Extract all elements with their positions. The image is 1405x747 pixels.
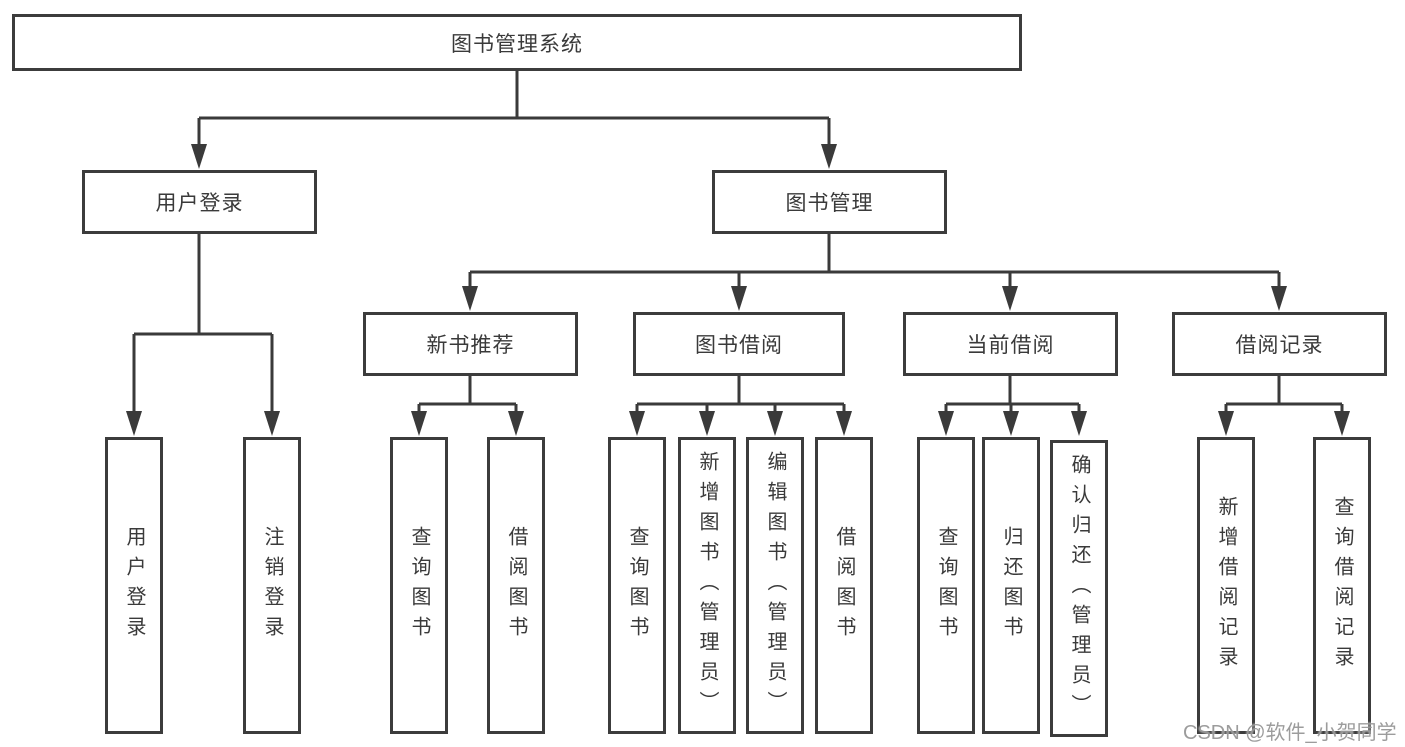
node-label: 新增借阅记录 <box>1215 495 1237 676</box>
node-label: 借阅图书 <box>505 525 527 646</box>
connector-group-user-login <box>132 234 274 412</box>
node-book-management: 图书管理 <box>712 170 947 234</box>
leaf-user-login: 用户登录 <box>105 437 163 734</box>
node-label: 图书管理 <box>785 192 874 215</box>
connector-group-borrow-records <box>1224 376 1344 412</box>
node-library-system: 图书管理系统 <box>12 14 1022 71</box>
connector-group-book-borrow <box>635 376 846 412</box>
node-label: 新书推荐 <box>426 334 515 357</box>
leaf-query-books-3: 查询图书 <box>917 437 975 734</box>
leaf-logout: 注销登录 <box>243 437 301 734</box>
connector-group-book-management <box>468 234 1281 287</box>
node-label: 查询图书 <box>408 525 430 646</box>
leaf-query-books-2: 查询图书 <box>608 437 666 734</box>
node-label: 注销登录 <box>261 525 283 646</box>
connector-group-new-books <box>417 376 518 412</box>
node-label: 图书管理系统 <box>451 32 583 56</box>
node-label: 查询借阅记录 <box>1331 495 1353 676</box>
node-label: 编辑图书（管理员） <box>764 450 786 721</box>
watermark: CSDN @软件_小贺同学 <box>1183 722 1397 744</box>
leaf-add-borrow-record: 新增借阅记录 <box>1197 437 1255 734</box>
node-label: 确认归还（管理员） <box>1068 453 1090 724</box>
node-label: 当前借阅 <box>966 334 1055 357</box>
node-label: 新增图书（管理员） <box>696 450 718 721</box>
node-borrow-records: 借阅记录 <box>1172 312 1387 376</box>
node-label: 用户登录 <box>123 525 145 646</box>
node-new-book-recommend: 新书推荐 <box>363 312 578 376</box>
leaf-add-book-admin: 新增图书（管理员） <box>678 437 736 734</box>
connector-group-current-borrow <box>944 376 1081 412</box>
node-label: 借阅图书 <box>833 525 855 646</box>
node-user-login: 用户登录 <box>82 170 317 234</box>
node-label: 查询图书 <box>626 525 648 646</box>
leaf-edit-book-admin: 编辑图书（管理员） <box>746 437 804 734</box>
leaf-borrow-books-2: 借阅图书 <box>815 437 873 734</box>
leaf-borrow-books-1: 借阅图书 <box>487 437 545 734</box>
node-book-borrow: 图书借阅 <box>633 312 845 376</box>
connector-group-root <box>197 71 831 145</box>
node-label: 用户登录 <box>155 192 244 215</box>
leaf-query-books-1: 查询图书 <box>390 437 448 734</box>
leaf-query-borrow-record: 查询借阅记录 <box>1313 437 1371 734</box>
node-label: 归还图书 <box>1000 525 1022 646</box>
leaf-confirm-return-admin: 确认归还（管理员） <box>1050 440 1108 737</box>
node-label: 图书借阅 <box>695 334 783 357</box>
leaf-return-book: 归还图书 <box>982 437 1040 734</box>
node-current-borrow: 当前借阅 <box>903 312 1118 376</box>
node-label: 借阅记录 <box>1235 334 1324 357</box>
arrowhead-icons <box>126 144 1350 436</box>
node-label: 查询图书 <box>935 525 957 646</box>
